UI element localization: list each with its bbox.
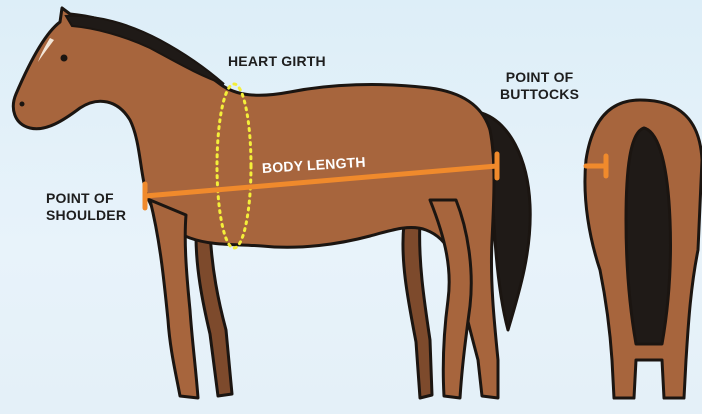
buttocks-line-1: POINT OF xyxy=(500,69,579,86)
far-front-leg xyxy=(196,232,232,396)
point-of-shoulder-label: POINT OF SHOULDER xyxy=(46,190,126,224)
shoulder-line-1: POINT OF xyxy=(46,190,126,207)
heart-girth-text: HEART GIRTH xyxy=(228,53,326,70)
far-hind-leg xyxy=(403,220,432,398)
shoulder-line-2: SHOULDER xyxy=(46,207,126,224)
point-of-buttocks-label: POINT OF BUTTOCKS xyxy=(500,69,579,103)
horse-nostril xyxy=(20,102,25,107)
horse-rear-view xyxy=(585,100,702,398)
heart-girth-label: HEART GIRTH xyxy=(228,53,326,70)
horse-eye xyxy=(61,55,68,62)
buttocks-line-2: BUTTOCKS xyxy=(500,86,579,103)
rear-tail xyxy=(626,128,671,344)
